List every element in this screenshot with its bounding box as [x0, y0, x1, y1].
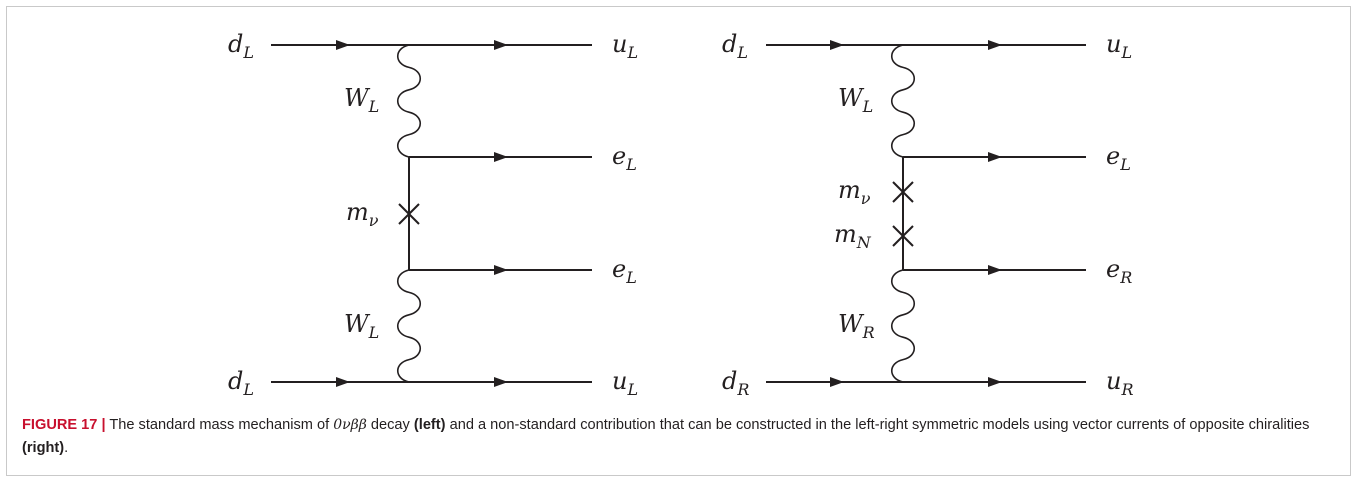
right-label-lepton2: eR	[1106, 255, 1132, 287]
right-top-out-arrow	[988, 40, 1002, 50]
right-diagram: dL uL WL eL mν mN eR WR dR uR	[722, 30, 1134, 399]
right-label-bottom-out: uR	[1106, 367, 1134, 399]
left-label-lepton1: eL	[612, 142, 637, 174]
right-label-w-bottom: WR	[838, 310, 875, 342]
right-bottom-out-arrow	[988, 377, 1002, 387]
right-label-bottom-in: dR	[722, 367, 749, 399]
right-top-in-arrow	[830, 40, 844, 50]
feynman-diagrams: dL uL WL eL mν eL WL dL uL dL uL WL eL m…	[228, 30, 1134, 399]
right-mass1-insertion-b	[892, 181, 914, 203]
left-bottom-in-arrow	[336, 377, 350, 387]
right-label-w-top: WL	[838, 84, 873, 116]
left-top-in-arrow	[336, 40, 350, 50]
figure-frame	[6, 6, 1351, 476]
caption-text-2: decay	[366, 417, 414, 433]
right-w-top-boson	[890, 44, 916, 158]
right-label-mass-n: mN	[834, 220, 872, 252]
right-label-top-in: dL	[722, 30, 748, 62]
left-label-lepton2: eL	[612, 255, 637, 287]
left-mass-insertion-b	[398, 203, 420, 225]
right-bottom-in-arrow	[830, 377, 844, 387]
left-label-w-bottom: WL	[344, 310, 379, 342]
left-label-top-in: dL	[228, 30, 254, 62]
left-label-mass: mν	[346, 198, 379, 230]
right-mass2-insertion-b	[892, 225, 914, 247]
figure-caption: FIGURE 17 | The standard mass mechanism …	[22, 414, 1342, 460]
left-w-bottom-boson	[396, 269, 422, 383]
left-top-out-arrow	[494, 40, 508, 50]
caption-left: (left)	[413, 417, 446, 433]
left-label-bottom-out: uL	[612, 367, 638, 399]
left-electron2-arrow	[494, 265, 508, 275]
right-electron2-arrow	[988, 265, 1002, 275]
caption-process: 0νββ	[333, 417, 367, 433]
caption-text-3: and a non-standard contribution that can…	[445, 417, 1310, 433]
left-label-top-out: uL	[612, 30, 638, 62]
right-w-bottom-boson	[890, 269, 916, 383]
right-electron1-arrow	[988, 152, 1002, 162]
right-label-mass-nu: mν	[838, 176, 871, 208]
caption-right: (right)	[22, 440, 65, 456]
left-w-top-boson	[396, 44, 422, 158]
left-diagram: dL uL WL eL mν eL WL dL uL	[228, 30, 638, 399]
left-label-w-top: WL	[344, 84, 379, 116]
right-label-lepton1: eL	[1106, 142, 1131, 174]
left-label-bottom-in: dL	[228, 367, 254, 399]
caption-text-4: .	[64, 440, 69, 456]
caption-text-1: The standard mass mechanism of	[105, 417, 334, 433]
right-label-top-out: uL	[1106, 30, 1132, 62]
left-electron1-arrow	[494, 152, 508, 162]
left-bottom-out-arrow	[494, 377, 508, 387]
figure-label: FIGURE 17 |	[22, 417, 106, 433]
